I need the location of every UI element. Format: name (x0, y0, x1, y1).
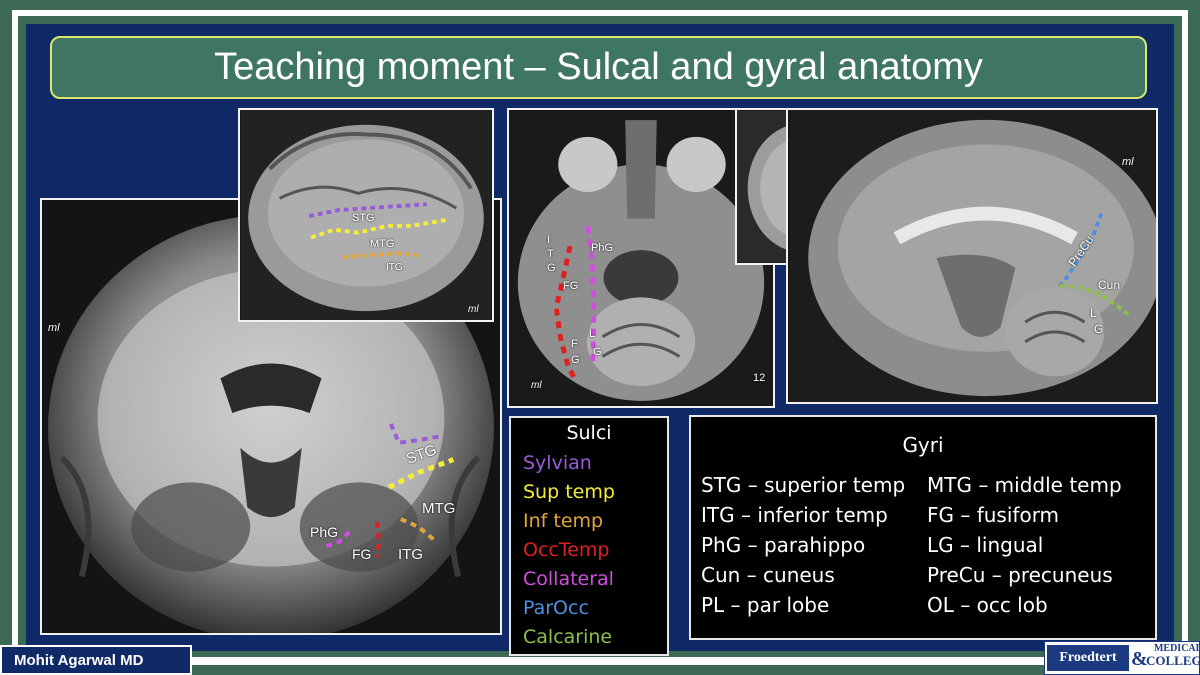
axial-label-phg: PhG (591, 242, 614, 254)
slide-title: Teaching moment – Sulcal and gyral anato… (214, 46, 983, 88)
sagittal-medial-label-g: G (1094, 322, 1104, 336)
sagittal-medial-signature: ml (1122, 156, 1134, 168)
logo-medical-college: MEDICAL COLLEGE (1146, 644, 1200, 668)
logo-college: COLLEGE (1146, 653, 1200, 668)
axial-signature: ml (531, 380, 542, 391)
sulci-legend: Sulci Sylvian Sup temp Inf temp OccTemp … (509, 416, 669, 656)
title-banner: Teaching moment – Sulcal and gyral anato… (50, 36, 1147, 99)
gyri-item-lg: LG – lingual (927, 533, 1044, 557)
axial-label-f: F (571, 338, 578, 350)
coronal-signature: ml (48, 322, 60, 334)
gyri-item-stg: STG – superior temp (701, 473, 906, 497)
coronal-label-itg: ITG (398, 546, 423, 563)
gyri-item-ol: OL – occ lob (927, 593, 1048, 617)
coronal-label-mtg: MTG (422, 500, 456, 517)
sulci-item-parocc: ParOcc (523, 597, 589, 619)
axial-label-g3: G (571, 354, 580, 366)
sagittal-label-stg: STG (352, 212, 375, 224)
axial-label-g2: G (593, 346, 602, 358)
gyri-item-mtg: MTG – middle temp (927, 473, 1122, 497)
axial-label-fg: FG (563, 280, 579, 292)
sagittal-medial-label-l: L (1090, 306, 1097, 320)
sulci-item-calcarine: Calcarine (523, 626, 613, 648)
axial-brain-graphic (509, 110, 773, 406)
gyri-legend: Gyri STG – superior temp ITG – inferior … (689, 415, 1157, 640)
author-name: Mohit Agarwal MD (14, 651, 144, 669)
sagittal-medial-mri-image: PreCu Cun L G ml (786, 108, 1158, 404)
sagittal-medial-brain-graphic (788, 110, 1156, 402)
gyri-item-phg: PhG – parahippo (701, 533, 866, 557)
logo-medical: MEDICAL (1153, 643, 1200, 654)
institution-logo: Froedtert & MEDICAL COLLEGE (1044, 641, 1200, 675)
axial-slice-number: 12 (753, 372, 766, 384)
gyri-item-fg: FG – fusiform (927, 503, 1060, 527)
sagittal-lateral-brain-graphic (240, 110, 492, 320)
gyri-item-cun: Cun – cuneus (701, 563, 835, 587)
coronal-label-fg: FG (352, 546, 372, 562)
sulci-item-sup-temp: Sup temp (523, 481, 615, 503)
gyri-heading: Gyri (902, 433, 944, 457)
sulci-item-sylvian: Sylvian (523, 452, 592, 474)
logo-ampersand: & (1131, 648, 1148, 670)
coronal-label-phg: PhG (310, 524, 339, 540)
sagittal-medial-label-cun: Cun (1098, 278, 1121, 292)
sagittal-label-mtg: MTG (370, 238, 395, 250)
sagittal-lateral-signature: ml (468, 304, 479, 315)
sulci-item-collateral: Collateral (523, 568, 614, 590)
sulci-item-inf-temp: Inf temp (523, 510, 604, 532)
sulci-heading: Sulci (566, 422, 612, 444)
sagittal-label-itg: ITG (386, 262, 403, 273)
logo-froedtert: Froedtert (1047, 645, 1129, 671)
gyri-item-pl: PL – par lobe (701, 593, 830, 617)
sulci-item-occtemp: OccTemp (523, 539, 610, 561)
axial-label-i: I (547, 234, 551, 246)
axial-label-g: G (547, 262, 556, 274)
sagittal-lateral-mri-image: STG MTG ITG ml (238, 108, 494, 322)
gyri-item-precu: PreCu – precuneus (927, 563, 1113, 587)
axial-label-l: L (589, 328, 596, 340)
author-label: Mohit Agarwal MD (0, 645, 192, 675)
gyri-item-itg: ITG – inferior temp (701, 503, 888, 527)
axial-mri-image: I T G FG PhG L G F G 12 ml (507, 108, 775, 408)
axial-label-t: T (547, 248, 554, 260)
